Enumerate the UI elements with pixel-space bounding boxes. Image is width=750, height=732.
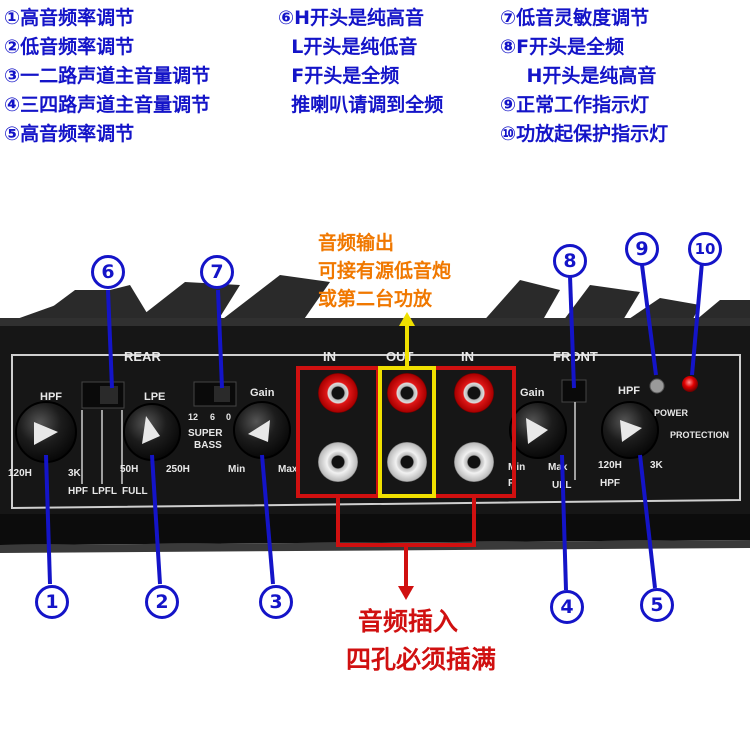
marker-7: 7 bbox=[200, 255, 234, 289]
svg-text:0: 0 bbox=[226, 412, 231, 422]
out-label: OUT bbox=[386, 349, 414, 364]
legend-item-7: ⑦低音灵敏度调节 bbox=[500, 7, 650, 29]
input-callout-line2: 四孔必须插满 bbox=[346, 645, 497, 674]
legend-item-6-note: 推喇叭请调到全频 bbox=[278, 94, 444, 116]
svg-text:HPF: HPF bbox=[618, 385, 640, 397]
marker-4: 4 bbox=[550, 590, 584, 624]
heatsink-fins bbox=[0, 275, 750, 325]
svg-text:BASS: BASS bbox=[194, 440, 222, 451]
protection-led bbox=[682, 376, 698, 392]
power-led bbox=[649, 378, 665, 394]
front-label: FRONT bbox=[553, 349, 598, 364]
in-right-label: IN bbox=[461, 349, 474, 364]
legend-middle: ⑥H开头是纯高音 L开头是纯低音 F开头是全频 推喇叭请调到全频 bbox=[278, 4, 443, 120]
svg-text:120H: 120H bbox=[598, 460, 622, 471]
rca-out-red[interactable] bbox=[387, 373, 427, 413]
svg-text:POWER: POWER bbox=[654, 408, 689, 418]
legend-item-9: ⑨正常工作指示灯 bbox=[500, 94, 650, 116]
input-callout-line1: 音频插入 bbox=[358, 607, 459, 636]
svg-text:SUPER: SUPER bbox=[188, 428, 223, 439]
rca-jacks bbox=[318, 373, 494, 482]
rca-in-rear-white[interactable] bbox=[318, 442, 358, 482]
output-callout-line2: 可接有源低音炮 bbox=[318, 260, 452, 282]
rca-in-rear-red[interactable] bbox=[318, 373, 358, 413]
legend-item-1: ①高音频率调节 bbox=[4, 7, 135, 29]
legend-item-6: ⑥H开头是纯高音 bbox=[278, 7, 424, 29]
legend-item-6-f: F开头是全频 bbox=[278, 65, 400, 87]
svg-text:HPF: HPF bbox=[600, 478, 620, 489]
legend-item-8: ⑧F开头是全频 bbox=[500, 36, 625, 58]
svg-text:120H: 120H bbox=[8, 468, 32, 479]
panel-bottom-edge bbox=[0, 514, 750, 545]
marker-10: 10 bbox=[688, 232, 722, 266]
legend-item-3: ③一二路声道主音量调节 bbox=[4, 65, 211, 87]
rca-in-front-white[interactable] bbox=[454, 442, 494, 482]
svg-text:3K: 3K bbox=[650, 460, 664, 471]
marker-5: 5 bbox=[640, 588, 674, 622]
svg-text:Gain: Gain bbox=[250, 387, 275, 399]
legend-item-10: ⑩功放起保护指示灯 bbox=[500, 123, 669, 145]
pointer-lines bbox=[44, 261, 704, 591]
legend-left: ①高音频率调节 ②低音频率调节 ③一二路声道主音量调节 ④三四路声道主音量调节 … bbox=[4, 4, 210, 149]
hpf-left-label: HPF bbox=[40, 391, 62, 403]
input-callout: 音频插入 四孔必须插满 bbox=[346, 603, 496, 679]
rear-label: REAR bbox=[124, 349, 161, 364]
svg-text:Max: Max bbox=[548, 462, 568, 473]
output-callout-line3: 或第二台功放 bbox=[318, 288, 433, 310]
legend-item-8-h: H开头是纯高音 bbox=[500, 65, 657, 87]
marker-6: 6 bbox=[91, 255, 125, 289]
rca-in-front-red[interactable] bbox=[454, 373, 494, 413]
svg-text:Gain: Gain bbox=[520, 387, 545, 399]
legend-item-5: ⑤高音频率调节 bbox=[4, 123, 135, 145]
svg-text:50H: 50H bbox=[120, 464, 138, 475]
legend-item-4: ④三四路声道主音量调节 bbox=[4, 94, 211, 116]
svg-text:Max: Max bbox=[278, 464, 298, 475]
legend-item-6-l: L开头是纯低音 bbox=[278, 36, 418, 58]
legend-item-2: ②低音频率调节 bbox=[4, 36, 135, 58]
svg-text:LPFL: LPFL bbox=[92, 486, 117, 497]
marker-2: 2 bbox=[145, 585, 179, 619]
output-callout-line1: 音频输出 bbox=[318, 232, 395, 254]
svg-text:3K: 3K bbox=[68, 468, 82, 479]
marker-8: 8 bbox=[553, 244, 587, 278]
legend-right: ⑦低音灵敏度调节 ⑧F开头是全频 H开头是纯高音 ⑨正常工作指示灯 ⑩功放起保护… bbox=[500, 4, 668, 149]
marker-1: 1 bbox=[35, 585, 69, 619]
svg-text:12: 12 bbox=[188, 412, 198, 422]
svg-text:6: 6 bbox=[210, 412, 215, 422]
svg-text:FULL: FULL bbox=[122, 486, 148, 497]
rca-out-white[interactable] bbox=[387, 442, 427, 482]
svg-text:250H: 250H bbox=[166, 464, 190, 475]
svg-text:HPF: HPF bbox=[68, 486, 88, 497]
marker-9: 9 bbox=[625, 232, 659, 266]
svg-text:PROTECTION: PROTECTION bbox=[670, 430, 729, 440]
output-callout: 音频输出 可接有源低音炮 或第二台功放 bbox=[318, 229, 451, 313]
svg-text:LPE: LPE bbox=[144, 391, 165, 403]
marker-3: 3 bbox=[259, 585, 293, 619]
svg-text:Min: Min bbox=[228, 464, 245, 475]
svg-text:Min: Min bbox=[508, 462, 525, 473]
in-left-label: IN bbox=[323, 349, 336, 364]
